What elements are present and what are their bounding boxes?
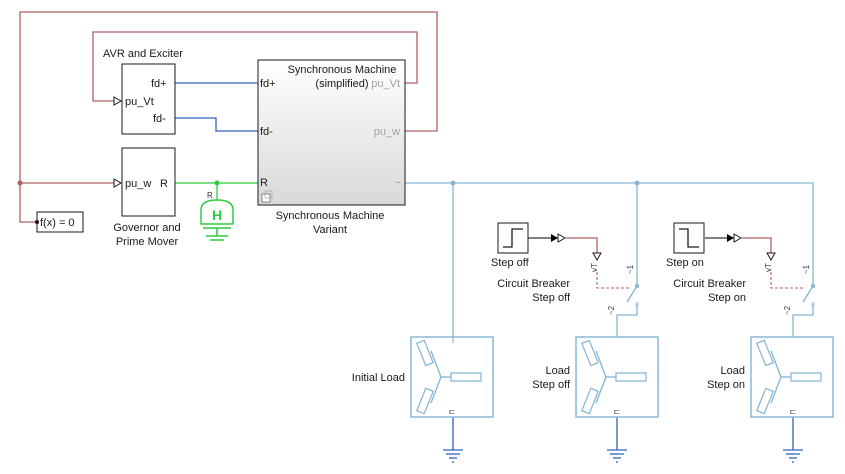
avr-exciter-block[interactable]: AVR and Exciter fd+ pu_Vt fd- — [103, 48, 183, 135]
arrow-icon — [557, 233, 567, 243]
step-off-source-block[interactable]: Step off — [491, 222, 530, 269]
arrow-icon — [551, 234, 558, 242]
ground-icon[interactable] — [783, 449, 803, 463]
cb-on-contact[interactable] — [802, 285, 814, 303]
neutral-port-icon: ⊏ — [614, 407, 621, 416]
neutral-port-icon: ⊏ — [790, 407, 797, 416]
avr-port-fd-minus: fd- — [153, 113, 166, 125]
machine-port-pu-vt: pu_Vt — [371, 78, 400, 90]
cb-off-title-line2: Step off — [532, 292, 571, 304]
governor-body[interactable] — [121, 147, 176, 217]
step-down-icon — [679, 228, 699, 248]
avr-port-pu-vt: pu_Vt — [125, 96, 154, 108]
wire-ac-bus[interactable] — [405, 182, 814, 286]
step-off-body[interactable] — [497, 222, 529, 254]
avr-port-fd-plus: fd+ — [151, 78, 167, 90]
cb-on-title-line2: Step on — [708, 292, 746, 304]
wye-load-icon — [756, 339, 822, 415]
load-on-label-line1: Load — [721, 365, 745, 377]
junction-dot — [214, 180, 220, 186]
solver-label: f(x) = 0 — [40, 217, 75, 229]
cb-on-control-dashed — [770, 272, 805, 289]
machine-port-fd-plus: fd+ — [260, 78, 276, 90]
wire-cb-off-load[interactable] — [616, 305, 638, 338]
cb-off-port-2: ~2 — [607, 305, 616, 315]
step-on-source-block[interactable]: Step on — [666, 222, 705, 269]
cb-off-open-x-icon: × — [634, 299, 639, 309]
inertia-icon[interactable] — [200, 199, 234, 225]
cb-off-port-1: ~1 — [626, 264, 635, 274]
arrow-icon — [733, 233, 743, 243]
load-off-label-line1: Load — [546, 365, 570, 377]
wire-step-off-ctrl[interactable] — [565, 237, 598, 253]
load-step-on-block[interactable]: Load Step on ⊏ — [707, 336, 834, 418]
step-off-label: Step off — [491, 257, 530, 269]
wire-cb-on-load[interactable] — [792, 305, 814, 338]
synchronous-machine-block[interactable]: Synchronous Machine (simplified) fd+ fd-… — [257, 59, 406, 236]
inertia-glyph: H — [212, 207, 222, 223]
cb-on-port-vt: vT — [764, 263, 773, 272]
step-on-body[interactable] — [673, 222, 705, 254]
ground-icon[interactable] — [443, 449, 463, 463]
avr-body[interactable] — [121, 63, 176, 135]
neutral-port-icon: ⊏ — [449, 407, 456, 416]
cb-off-pivot — [634, 283, 640, 289]
cb-off-contact[interactable] — [626, 285, 638, 303]
cb-on-pivot — [810, 283, 816, 289]
cb-on-open-x-icon: × — [810, 299, 815, 309]
solver-configuration-block[interactable]: f(x) = 0 — [35, 211, 84, 233]
wire-pu-w-feedback[interactable] — [19, 11, 438, 223]
arrow-icon — [727, 234, 734, 242]
machine-port-pu-w: pu_w — [374, 126, 400, 138]
junction-dot — [17, 180, 23, 186]
cb-on-port-1: ~1 — [802, 264, 811, 274]
junction-dot — [450, 180, 456, 186]
signal-wires — [17, 11, 814, 450]
initial-load-label: Initial Load — [352, 372, 405, 384]
governor-title-line2: Prime Mover — [116, 236, 179, 248]
cb-off-port-vt: vT — [590, 263, 599, 272]
variant-icon-shadow — [264, 190, 273, 199]
machine-inner-line2: (simplified) — [315, 78, 368, 90]
arrow-icon — [113, 178, 123, 188]
junction-dot — [634, 180, 640, 186]
wire-step-on-ctrl[interactable] — [741, 237, 772, 253]
load-step-off-block[interactable]: Load Step off ⊏ — [532, 336, 659, 418]
machine-inner-line1: Synchronous Machine — [288, 64, 397, 76]
step-on-label: Step on — [666, 257, 704, 269]
governor-title-line1: Governor and — [113, 222, 180, 234]
inertia-block[interactable]: R H — [200, 191, 234, 241]
machine-port-ac: ~ — [395, 177, 401, 189]
load-off-label-line2: Step off — [532, 379, 571, 391]
machine-title-line2: Variant — [313, 224, 347, 236]
load-on-label-line2: Step on — [707, 379, 745, 391]
machine-port-fd-minus: fd- — [260, 126, 273, 138]
step-up-icon — [503, 228, 523, 248]
wye-load-icon — [416, 339, 482, 415]
governor-block[interactable]: pu_w R Governor and Prime Mover — [113, 147, 181, 248]
arrow-icon — [766, 252, 776, 262]
cb-on-title-line1: Circuit Breaker — [673, 278, 746, 290]
wire-pu-vt-feedback[interactable] — [92, 31, 418, 102]
cb-off-title-line1: Circuit Breaker — [497, 278, 570, 290]
machine-port-r: R — [260, 177, 268, 189]
cb-off-control-dashed — [596, 272, 629, 289]
circuit-breaker-step-off-block[interactable]: vT ~1 × ~2 Circuit Breaker Step off — [497, 263, 639, 315]
wye-load-icon — [581, 339, 647, 415]
avr-title: AVR and Exciter — [103, 48, 183, 60]
cb-on-port-2: ~2 — [783, 305, 792, 315]
machine-title-line1: Synchronous Machine — [276, 210, 385, 222]
circuit-breaker-step-on-block[interactable]: vT ~1 × ~2 Circuit Breaker Step on — [673, 263, 815, 315]
wire-fd-minus[interactable] — [175, 117, 258, 132]
governor-port-r: R — [160, 178, 168, 190]
inertia-port-r: R — [207, 191, 213, 200]
arrow-icon — [592, 252, 602, 262]
port-dot — [35, 220, 39, 224]
initial-load-block[interactable]: Initial Load ⊏ — [352, 336, 494, 418]
machine-body[interactable] — [257, 59, 406, 206]
governor-port-pu-w: pu_w — [125, 178, 151, 190]
arrow-icon — [113, 96, 123, 106]
ground-icon[interactable] — [607, 449, 627, 463]
